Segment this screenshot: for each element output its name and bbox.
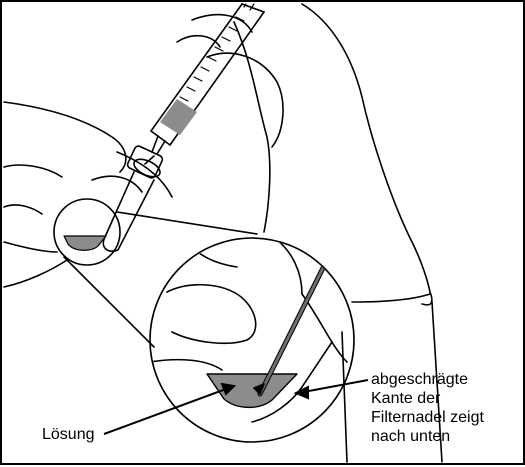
leader-lines [103, 379, 369, 435]
bevel-label-line-2: Kante der [371, 390, 441, 407]
zoom-line-left [63, 256, 155, 348]
left-hand [3, 101, 173, 288]
right-glove [176, 3, 433, 306]
glove-edge [341, 331, 348, 463]
syringe [144, 3, 265, 165]
bevel-label-line-1: abgeschrägte [371, 371, 468, 388]
cuff-line [351, 293, 431, 303]
vial-liquid [63, 235, 107, 251]
bevel-label-line-3: Filternadel zeigt [371, 409, 484, 426]
bevel-label-line-4: nach unten [371, 428, 451, 445]
detail-source-circle [53, 198, 121, 266]
magnified-detail [151, 239, 348, 423]
bevel-label: abgeschrägte Kante der Filternadel zeigt… [371, 370, 521, 446]
magnified-circle [149, 237, 355, 443]
zoom-line-right [116, 211, 258, 235]
glove-edge-right [431, 301, 443, 463]
vial [102, 145, 164, 252]
solution-label: Lösung [42, 426, 95, 443]
